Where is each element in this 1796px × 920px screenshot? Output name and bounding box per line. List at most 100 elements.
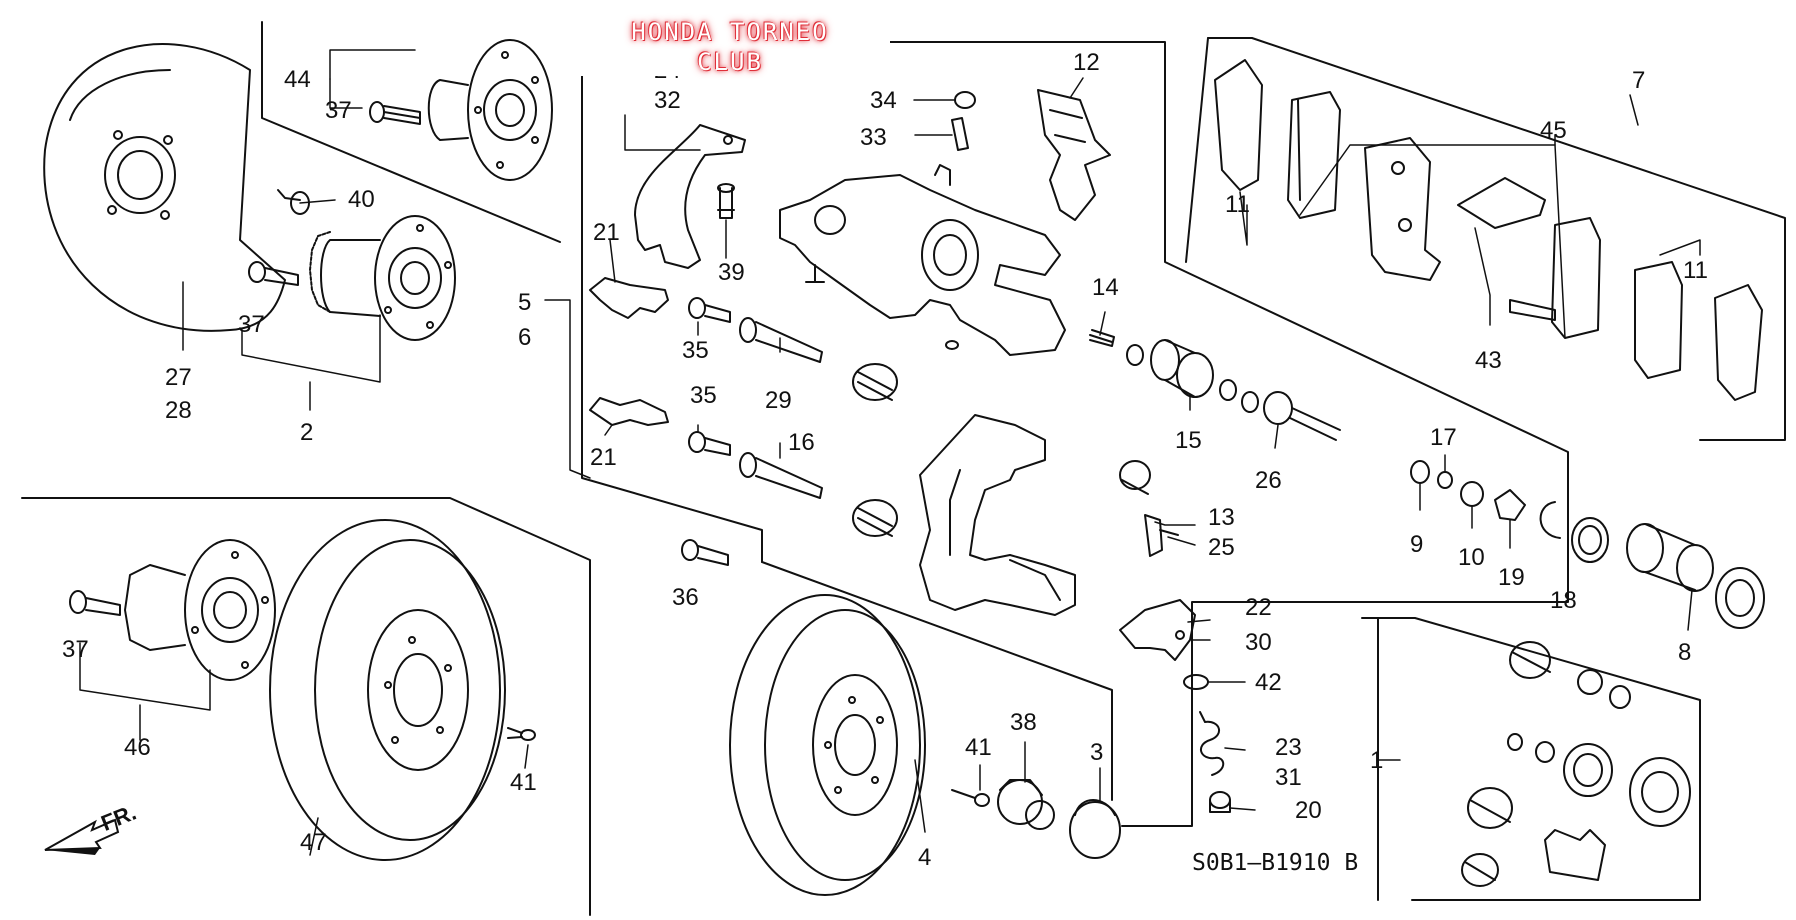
club-watermark: HONDA TORNEO CLUB <box>570 10 890 76</box>
hub-bolt-37 <box>248 261 299 286</box>
bolt-40 <box>277 189 310 215</box>
bolt-36 <box>681 539 729 566</box>
brake-rotor-47 <box>269 519 506 861</box>
watermark-line-2: CLUB <box>697 48 763 76</box>
callout-45: 45 <box>1540 117 1567 144</box>
callout-25: 25 <box>1208 534 1235 561</box>
circlip <box>1539 501 1561 539</box>
callout-41: 41 <box>965 734 992 761</box>
callout-37: 37 <box>238 311 265 338</box>
callout-46: 46 <box>124 734 151 761</box>
spindle-26 <box>1263 391 1341 441</box>
callout-22: 22 <box>1245 594 1272 621</box>
piston-8 <box>1626 523 1714 592</box>
pin-boot-lower <box>852 499 898 537</box>
callout-8: 8 <box>1678 639 1691 666</box>
screw-41-left <box>507 727 536 741</box>
callout-4: 4 <box>918 844 931 871</box>
callout-numbers: 44 37 40 37 27 28 2 24 32 21 39 5 6 35 2… <box>62 49 1708 871</box>
callout-18: 18 <box>1550 587 1577 614</box>
guide-pin-16 <box>739 452 823 499</box>
shim-11-right <box>1714 284 1763 401</box>
watermark-line-1: HONDA TORNEO <box>631 18 829 46</box>
callout-33: 33 <box>860 124 887 151</box>
callout-13: 13 <box>1208 504 1235 531</box>
kit-boot-1 <box>1509 641 1551 679</box>
brake-rotor-4 <box>729 594 926 896</box>
front-direction-arrow: FR. <box>44 799 140 855</box>
piston-boot <box>1715 567 1765 629</box>
callout-35: 35 <box>682 337 709 364</box>
pad-clip-43 <box>1457 177 1546 229</box>
kit-seal <box>1563 743 1613 797</box>
screw-41-right <box>951 789 990 807</box>
callout-31: 31 <box>1275 764 1302 791</box>
callout-11: 11 <box>1225 191 1250 218</box>
bleeder-screw-39 <box>717 183 735 219</box>
callout-11: 11 <box>1683 257 1708 284</box>
callout-1: 1 <box>1370 747 1383 774</box>
pad-clip-21-upper <box>589 277 669 319</box>
leader-lines <box>79 49 1701 856</box>
callout-3: 3 <box>1090 739 1103 766</box>
group-boundaries <box>21 21 1786 916</box>
callout-47: 47 <box>300 829 327 856</box>
callout-41: 41 <box>510 769 537 796</box>
kit-clips <box>1544 829 1606 881</box>
lever-22 <box>1119 599 1196 661</box>
callout-36: 36 <box>672 584 699 611</box>
caliper-bracket <box>919 414 1076 616</box>
washer-small <box>1126 344 1144 366</box>
stud-25 <box>1144 514 1179 557</box>
callout-26: 26 <box>1255 467 1282 494</box>
callout-14: 14 <box>1092 274 1119 301</box>
callout-16: 16 <box>788 429 815 456</box>
callout-32: 32 <box>654 87 681 114</box>
callout-15: 15 <box>1175 427 1202 454</box>
lock-19 <box>1494 489 1526 521</box>
hub-bolt-upper <box>369 101 421 125</box>
callout-42: 42 <box>1255 669 1282 696</box>
kit-ring-3 <box>1507 733 1523 751</box>
pin-boot-upper <box>852 363 898 401</box>
seal-18 <box>1571 517 1609 563</box>
callout-21: 21 <box>593 219 620 246</box>
pin-14 <box>1089 329 1115 347</box>
backing-plate <box>43 43 286 332</box>
callout-37: 37 <box>62 636 89 663</box>
guide-pin-29 <box>739 317 823 363</box>
callout-19: 19 <box>1498 564 1525 591</box>
kit-boot-bottom <box>1461 853 1499 887</box>
collar-20 <box>1209 791 1231 813</box>
callout-2: 2 <box>300 419 313 446</box>
kit-pin-boot <box>1467 787 1513 829</box>
callout-29: 29 <box>765 387 792 414</box>
callout-20: 20 <box>1295 797 1322 824</box>
hub-nut-38 <box>997 779 1055 830</box>
hub-cap-3 <box>1069 799 1121 859</box>
pad-shim-middle <box>1364 137 1441 281</box>
callout-44: 44 <box>284 66 311 93</box>
washer-26b <box>1241 391 1259 413</box>
callout-12: 12 <box>1073 49 1100 76</box>
hub-bolt-lower <box>69 590 121 616</box>
callout-34: 34 <box>870 87 897 114</box>
callout-28: 28 <box>165 397 192 424</box>
bolt-35-lower <box>688 431 731 456</box>
bolt-35-upper <box>688 297 731 323</box>
washer-17 <box>1437 471 1453 489</box>
nut-10 <box>1460 481 1484 507</box>
spring-23 <box>1199 711 1225 776</box>
callout-43: 43 <box>1475 347 1502 374</box>
hub-assembly-2 <box>309 215 456 341</box>
kit-ring-1 <box>1577 669 1603 695</box>
ring-9 <box>1410 460 1430 484</box>
callout-7: 7 <box>1632 67 1645 94</box>
callout-21: 21 <box>590 444 617 471</box>
callout-6: 6 <box>518 324 531 351</box>
callout-38: 38 <box>1010 709 1037 736</box>
callout-17: 17 <box>1430 424 1457 451</box>
washer-42 <box>1183 674 1209 690</box>
bleeder-screw-33 <box>951 117 969 151</box>
